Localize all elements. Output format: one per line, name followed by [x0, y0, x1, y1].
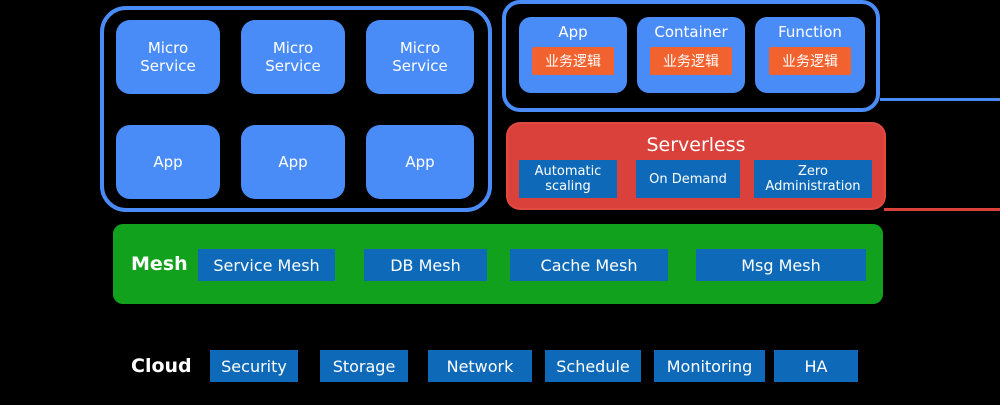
serverless-title: Serverless	[646, 134, 746, 156]
runtime-tile-app: App 业务逻辑	[519, 17, 627, 93]
cloud-label: Cloud	[131, 355, 192, 377]
micro-service-tile-3: Micro Service	[366, 20, 474, 94]
runtime-connector-line	[880, 98, 1000, 101]
mesh-band: Mesh Service Mesh DB Mesh Cache Mesh Msg…	[113, 224, 883, 304]
app-label-2: App	[278, 153, 308, 171]
runtime-group-frame	[502, 0, 880, 112]
serverless-feature-on-demand: On Demand	[636, 160, 740, 198]
app-tile-1: App	[116, 125, 220, 199]
cloud-item-security: Security	[210, 350, 298, 382]
mesh-item-cache-mesh: Cache Mesh	[510, 249, 668, 281]
runtime-label-container: Container	[654, 23, 728, 41]
runtime-label-function: Function	[778, 23, 842, 41]
serverless-feature-automatic-scaling: Automatic scaling	[519, 160, 617, 198]
business-logic-tag-container: 业务逻辑	[650, 47, 732, 75]
cloud-item-storage: Storage	[320, 350, 408, 382]
cloud-item-ha: HA	[774, 350, 858, 382]
cloud-item-schedule: Schedule	[545, 350, 641, 382]
runtime-tile-container: Container 业务逻辑	[637, 17, 745, 93]
runtime-label-app: App	[558, 23, 588, 41]
runtime-tile-function: Function 业务逻辑	[755, 17, 865, 93]
app-tile-2: App	[241, 125, 345, 199]
micro-service-tile-2: Micro Service	[241, 20, 345, 94]
mesh-item-db-mesh: DB Mesh	[364, 249, 487, 281]
app-tile-3: App	[366, 125, 474, 199]
cloud-item-monitoring: Monitoring	[654, 350, 765, 382]
micro-service-label-2: Micro Service	[265, 39, 321, 75]
business-logic-tag-function: 业务逻辑	[769, 47, 851, 75]
cloud-item-network: Network	[428, 350, 532, 382]
mesh-item-msg-mesh: Msg Mesh	[696, 249, 866, 281]
serverless-panel: Serverless Automatic scaling On Demand Z…	[508, 124, 884, 208]
serverless-feature-zero-administration: Zero Administration	[754, 160, 872, 198]
mesh-item-service-mesh: Service Mesh	[198, 249, 335, 281]
mesh-label: Mesh	[131, 253, 188, 275]
micro-service-label-1: Micro Service	[140, 39, 196, 75]
app-label-3: App	[405, 153, 435, 171]
microservice-group-frame	[100, 6, 492, 212]
micro-service-tile-1: Micro Service	[116, 20, 220, 94]
micro-service-label-3: Micro Service	[392, 39, 448, 75]
business-logic-tag-app: 业务逻辑	[532, 47, 614, 75]
app-label-1: App	[153, 153, 183, 171]
serverless-connector-line	[884, 208, 1000, 211]
